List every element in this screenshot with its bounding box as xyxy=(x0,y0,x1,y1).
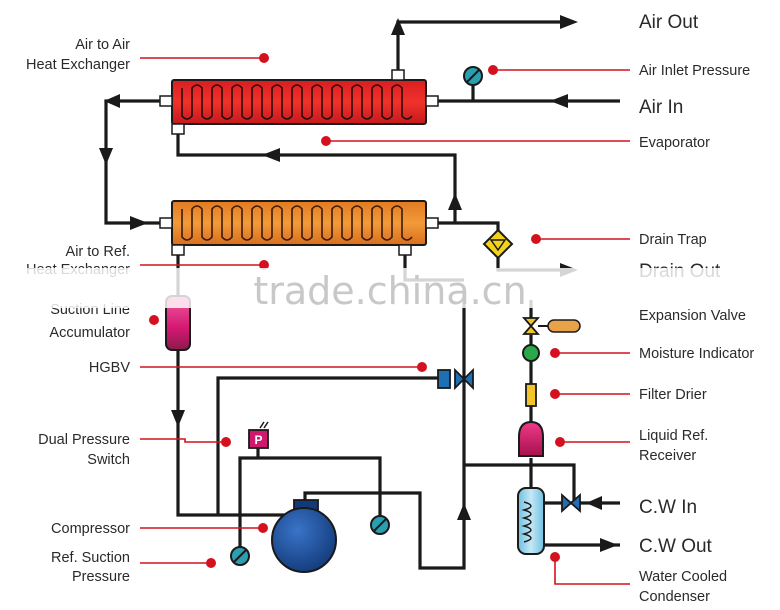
label-air-to-air-1: Air to Air xyxy=(75,37,130,53)
water-cooled-condenser xyxy=(517,487,545,555)
discharge-riser-pipe xyxy=(303,290,466,570)
label-ref-suction-1: Ref. Suction xyxy=(51,550,130,566)
callout-dot-dual-pressure xyxy=(221,437,231,447)
left-loop-arrow-right xyxy=(130,216,148,230)
label-expansion-valve: Expansion Valve xyxy=(639,308,746,324)
condenser-feed-pipe xyxy=(464,463,576,503)
label-cw-in: C.W In xyxy=(639,497,697,518)
callout-dot-air-to-ref xyxy=(259,260,269,270)
label-water-cooled-2: Condenser xyxy=(639,589,710,605)
callout-dot-air-inlet-pressure xyxy=(488,65,498,75)
air-to-air-heat-exchanger xyxy=(159,69,439,135)
label-liquid-receiver-1: Liquid Ref. xyxy=(639,428,708,444)
label-suction-2: Accumulator xyxy=(49,325,130,341)
label-air-inlet-pressure: Air Inlet Pressure xyxy=(639,63,750,79)
evaporator-pipe xyxy=(176,130,457,223)
left-loop-arrow-down xyxy=(99,148,113,165)
label-filter-drier: Filter Drier xyxy=(639,387,707,403)
label-dual-pressure-2: Switch xyxy=(87,452,130,468)
callout-dot-air-to-air xyxy=(259,53,269,63)
label-hgbv: HGBV xyxy=(89,360,130,376)
evaporator-up-arrow xyxy=(448,193,462,210)
label-dual-pressure-1: Dual Pressure xyxy=(38,432,130,448)
label-liquid-receiver-2: Receiver xyxy=(639,448,696,464)
drain-trap xyxy=(482,228,514,260)
air-in-arrow xyxy=(550,94,568,108)
label-water-cooled-1: Water Cooled xyxy=(639,569,727,585)
cw-out-arrow xyxy=(600,538,618,552)
label-ref-suction-2: Pressure xyxy=(72,569,130,585)
label-air-in: Air In xyxy=(639,97,683,118)
left-labels: Air to Air Heat Exchanger Air to Ref. He… xyxy=(26,37,130,585)
evaporator-arrow xyxy=(262,148,280,162)
callout-dot-condenser xyxy=(550,552,560,562)
hgbv-valve xyxy=(437,367,474,391)
riser-up-arrow xyxy=(457,503,471,520)
air-inlet-pressure-gauge xyxy=(463,66,483,86)
dual-pressure-switch: P xyxy=(248,421,269,449)
right-labels: Air Out Air Inlet Pressure Air In Evapor… xyxy=(639,12,754,605)
label-air-to-ref-1: Air to Ref. xyxy=(66,244,130,260)
compressor xyxy=(271,499,337,573)
callout-leaders xyxy=(140,53,630,585)
cw-in-arrow xyxy=(586,496,602,510)
pressure-switch-letter: P xyxy=(254,433,262,447)
filter-drier xyxy=(525,383,537,407)
drain-trap-pipe xyxy=(430,221,500,240)
label-air-out: Air Out xyxy=(639,12,699,33)
air-out-arrow xyxy=(560,15,578,29)
expansion-valve xyxy=(522,317,581,335)
hgbv-pipe xyxy=(216,376,440,515)
moisture-indicator xyxy=(522,344,540,362)
left-loop-pipe xyxy=(104,99,168,225)
suction-line-pipe xyxy=(176,350,300,517)
left-loop-arrow-top xyxy=(104,94,120,108)
callout-dot-evaporator xyxy=(321,136,331,146)
callout-dot-hgbv xyxy=(417,362,427,372)
label-compressor: Compressor xyxy=(51,521,130,537)
label-air-to-air-2: Heat Exchanger xyxy=(26,57,130,73)
pressure-switch-loop xyxy=(238,456,382,548)
callout-dot-moisture xyxy=(550,348,560,358)
air-to-ref-heat-exchanger xyxy=(159,200,439,256)
callout-dot-ref-suction xyxy=(206,558,216,568)
air-out-pipe xyxy=(396,20,560,75)
callout-dot-filter-drier xyxy=(550,389,560,399)
air-out-up-arrow xyxy=(391,18,405,35)
label-evaporator: Evaporator xyxy=(639,135,710,151)
callout-dot-liquid-receiver xyxy=(555,437,565,447)
discharge-gauge xyxy=(370,515,390,535)
label-cw-out: C.W Out xyxy=(639,536,713,557)
liquid-receiver xyxy=(518,420,544,457)
callout-dot-compressor xyxy=(258,523,268,533)
callout-dot-drain-trap xyxy=(531,234,541,244)
label-drain-trap: Drain Trap xyxy=(639,232,707,248)
cw-inlet-valve xyxy=(561,492,581,514)
watermark: trade.china.cn xyxy=(0,268,780,313)
suction-down-arrow xyxy=(171,410,185,427)
pipework xyxy=(104,20,620,570)
callout-dot-accumulator xyxy=(149,315,159,325)
watermark-text: trade.china.cn xyxy=(253,269,526,313)
label-moisture-indicator: Moisture Indicator xyxy=(639,346,754,362)
ref-suction-pressure-gauge xyxy=(230,546,250,566)
